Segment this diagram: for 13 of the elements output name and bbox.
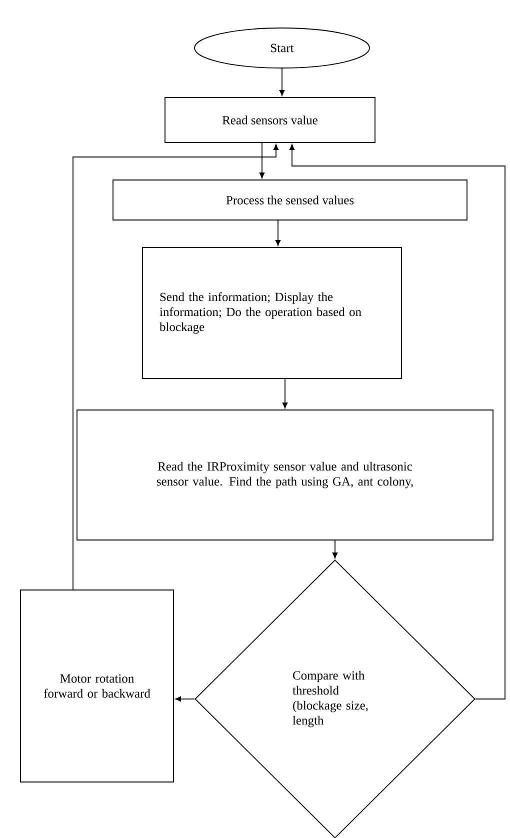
- process-box: Send the information; Display the information; Do the operation based on blockage: [142, 247, 402, 379]
- arrow: [289, 144, 506, 700]
- arrow: [275, 220, 281, 246]
- arrow: [332, 540, 338, 558]
- process-box: Read the IRProximity sensor value and ultrasonic sensor value. Find the path using GA, ant colony,: [76, 410, 494, 540]
- arrow: [282, 378, 288, 408]
- arrow: [259, 142, 265, 178]
- process-box: Read sensors value: [164, 97, 376, 143]
- arrow: [279, 68, 285, 96]
- process-box: Process the sensed values: [112, 180, 468, 220]
- arrow: [175, 696, 195, 702]
- arrow: [72, 144, 279, 590]
- process-box: Motor rotation forward or backward: [20, 590, 174, 782]
